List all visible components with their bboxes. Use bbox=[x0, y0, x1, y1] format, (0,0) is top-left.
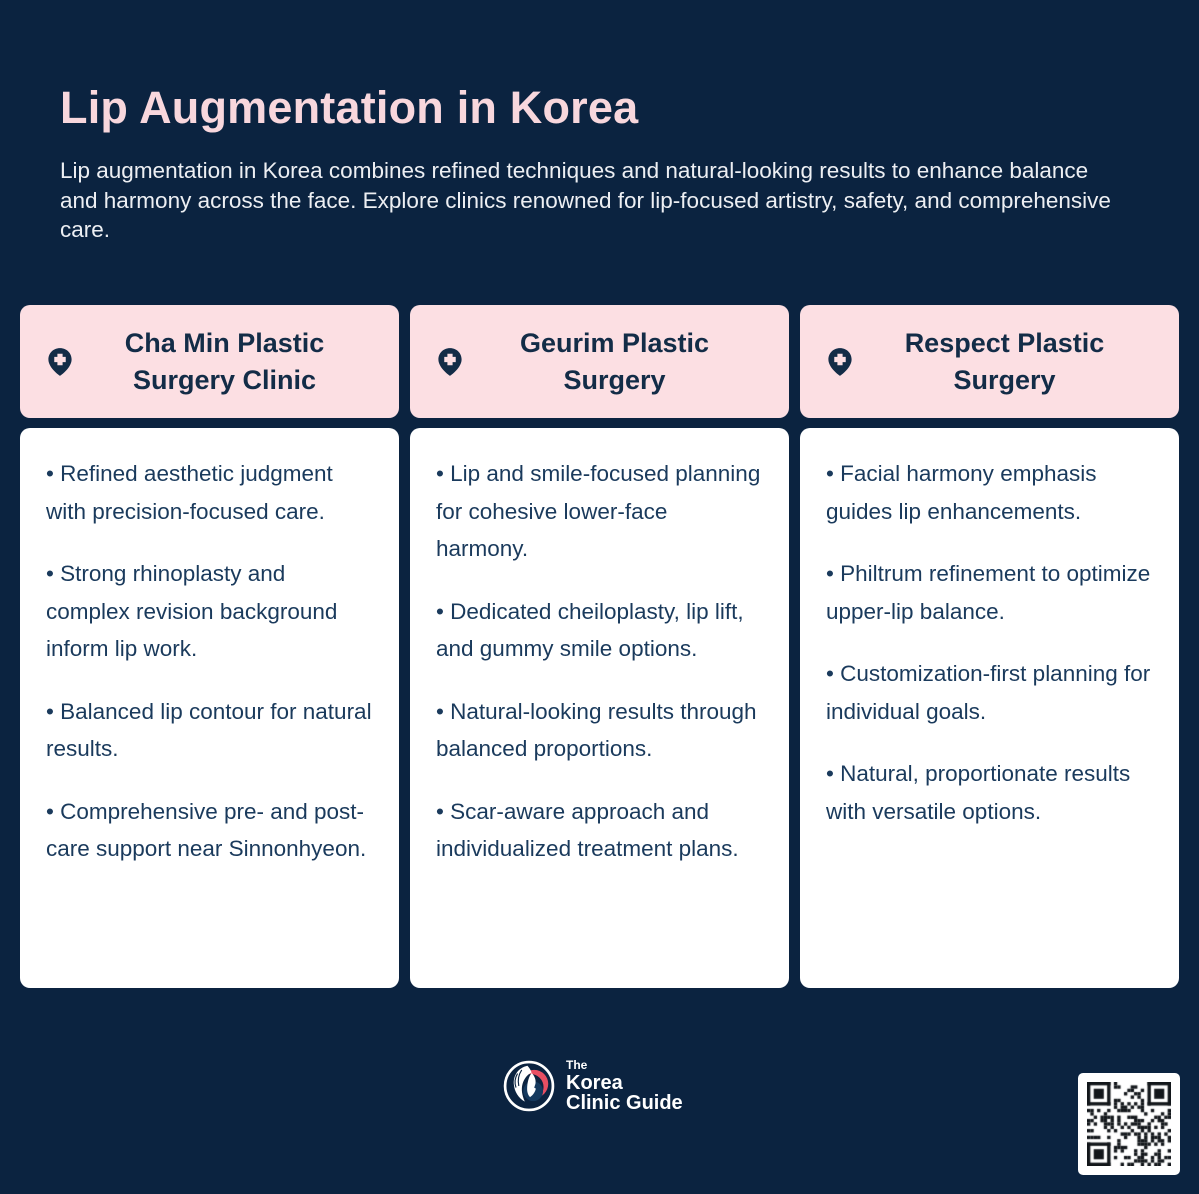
bullet-item: • Scar-aware approach and individualized… bbox=[436, 798, 739, 862]
bullet-item: • Philtrum refinement to optimize upper-… bbox=[826, 561, 1151, 624]
bullet-item: • Balanced lip contour for natural resul… bbox=[46, 698, 372, 762]
map-pin-medical-icon bbox=[824, 342, 856, 382]
bullet-item: • Facial harmony emphasis guides lip enh… bbox=[826, 461, 1097, 524]
brand-logo-text: The Korea Clinic Guide bbox=[566, 1059, 683, 1114]
page-subtitle: Lip augmentation in Korea combines refin… bbox=[60, 158, 1111, 242]
bullet-item: • Natural-looking results through balanc… bbox=[436, 698, 757, 762]
page-title: Lip Augmentation in Korea bbox=[60, 82, 639, 133]
clinic-details-respect: • Facial harmony emphasis guides lip enh… bbox=[800, 428, 1179, 988]
qr-code bbox=[1078, 1073, 1180, 1175]
bullet-item: • Strong rhinoplasty and complex revisio… bbox=[46, 561, 338, 661]
map-pin-medical-icon bbox=[44, 342, 76, 382]
clinic-name: Geurim Plastic Surgery bbox=[519, 327, 710, 395]
map-pin-medical-icon bbox=[434, 342, 466, 382]
clinic-header-cha-min: Cha Min Plastic Surgery Clinic bbox=[20, 305, 399, 418]
bullet-item: • Customization-first planning for indiv… bbox=[826, 661, 1151, 724]
bullet-item: • Comprehensive pre- and post-care suppo… bbox=[46, 798, 367, 862]
logo-line-the: The bbox=[566, 1057, 588, 1072]
clinic-name: Respect Plastic Surgery bbox=[904, 327, 1105, 395]
clinic-details-geurim: • Lip and smile-focused planning for coh… bbox=[410, 428, 789, 988]
clinic-header-respect: Respect Plastic Surgery bbox=[800, 305, 1179, 418]
logo-line-clinic-guide: Clinic Guide bbox=[566, 1091, 683, 1114]
page-header: Lip Augmentation in Korea Lip augmentati… bbox=[60, 82, 1140, 245]
clinic-header-geurim: Geurim Plastic Surgery bbox=[410, 305, 789, 418]
bullet-item: • Lip and smile-focused planning for coh… bbox=[436, 461, 761, 561]
korea-clinic-guide-logo-icon bbox=[503, 1060, 555, 1112]
brand-logo: The Korea Clinic Guide bbox=[503, 1059, 683, 1113]
qr-code-pattern bbox=[1087, 1082, 1171, 1166]
clinic-name: Cha Min Plastic Surgery Clinic bbox=[124, 327, 325, 395]
bullet-item: • Dedicated cheiloplasty, lip lift, and … bbox=[436, 598, 744, 662]
logo-line-korea: Korea bbox=[566, 1071, 623, 1094]
bullet-item: • Refined aesthetic judgment with precis… bbox=[46, 461, 333, 524]
clinic-details-cha-min: • Refined aesthetic judgment with precis… bbox=[20, 428, 399, 988]
clinic-cards-grid: Cha Min Plastic Surgery Clinic Geurim Pl… bbox=[20, 305, 1179, 988]
bullet-item: • Natural, proportionate results with ve… bbox=[826, 761, 1131, 824]
